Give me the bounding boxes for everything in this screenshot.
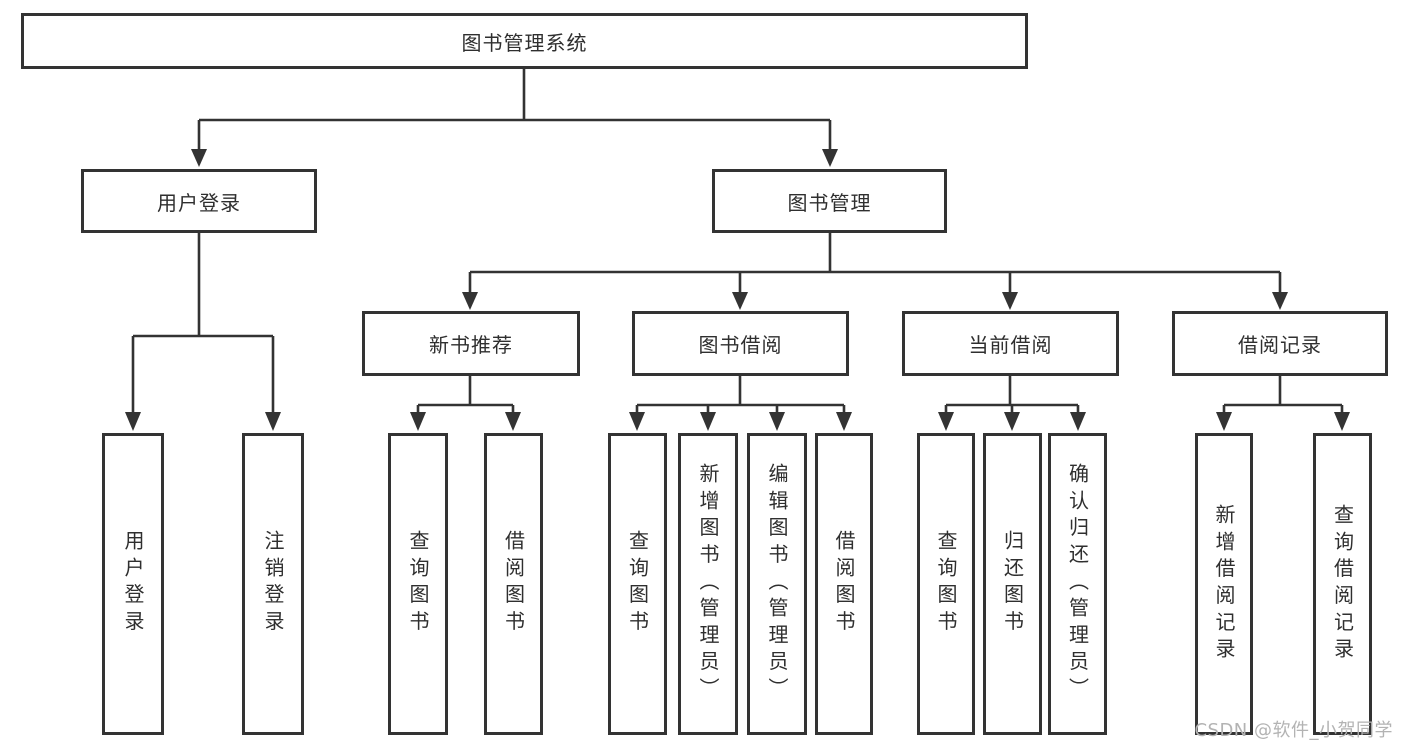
leaf-return-books-label: 归还图书 — [1000, 530, 1025, 638]
leaf-borrow-books-1-label: 借阅图书 — [501, 530, 526, 638]
node-book-borrowing-label: 图书借阅 — [698, 333, 783, 357]
leaf-edit-books-admin: 编辑图书（管理员） — [747, 433, 807, 735]
node-user-login-label: 用户登录 — [157, 190, 241, 215]
leaf-add-borrow-record: 新增借阅记录 — [1195, 433, 1253, 735]
node-borrowing-records-label: 借阅记录 — [1238, 333, 1322, 357]
node-root-system: 图书管理系统 — [21, 13, 1028, 69]
connector-newbook-to-leaves — [410, 376, 521, 431]
leaf-add-borrow-record-label: 新增借阅记录 — [1212, 503, 1236, 665]
leaf-user-login: 用户登录 — [102, 433, 164, 735]
csdn-watermark: CSDN @软件_小贺同学 — [1194, 720, 1393, 741]
node-book-borrowing: 图书借阅 — [632, 311, 849, 376]
leaf-query-books-2-label: 查询图书 — [625, 530, 650, 638]
connector-bookmgmt-to-level3 — [462, 233, 1288, 310]
leaf-edit-books-admin-label: 编辑图书（管理员） — [765, 463, 789, 705]
node-current-borrowing: 当前借阅 — [902, 311, 1119, 376]
leaf-add-books-admin: 新增图书（管理员） — [678, 433, 738, 735]
leaf-borrow-books-2-label: 借阅图书 — [832, 530, 856, 638]
node-borrowing-records: 借阅记录 — [1172, 311, 1388, 376]
leaf-confirm-return-admin: 确认归还（管理员） — [1048, 433, 1107, 735]
node-user-login: 用户登录 — [81, 169, 317, 233]
connector-root-to-level2 — [191, 69, 838, 167]
leaf-logout-label: 注销登录 — [261, 530, 285, 638]
node-new-book-recommend: 新书推荐 — [362, 311, 580, 376]
connector-userlogin-to-leaves — [125, 233, 281, 431]
leaf-query-borrow-record-label: 查询借阅记录 — [1330, 503, 1355, 665]
leaf-query-borrow-record: 查询借阅记录 — [1313, 433, 1372, 735]
leaf-query-books-2: 查询图书 — [608, 433, 667, 735]
leaf-confirm-return-admin-label: 确认归还（管理员） — [1065, 463, 1090, 705]
leaf-query-books-1-label: 查询图书 — [406, 530, 430, 638]
leaf-user-login-label: 用户登录 — [121, 530, 145, 638]
leaf-query-books-1: 查询图书 — [388, 433, 448, 735]
node-root-label: 图书管理系统 — [461, 30, 588, 55]
node-current-borrowing-label: 当前借阅 — [968, 333, 1053, 357]
leaf-return-books: 归还图书 — [983, 433, 1042, 735]
leaf-borrow-books-2: 借阅图书 — [815, 433, 873, 735]
leaf-query-books-3-label: 查询图书 — [934, 530, 958, 638]
node-new-book-recommend-label: 新书推荐 — [429, 333, 513, 357]
leaf-borrow-books-1: 借阅图书 — [484, 433, 543, 735]
connector-currentborrow-to-leaves — [938, 376, 1086, 431]
leaf-add-books-admin-label: 新增图书（管理员） — [696, 463, 720, 705]
leaf-query-books-3: 查询图书 — [917, 433, 975, 735]
leaf-logout: 注销登录 — [242, 433, 304, 735]
connector-bookborrow-to-leaves — [629, 376, 852, 431]
node-book-management: 图书管理 — [712, 169, 947, 233]
node-book-management-label: 图书管理 — [787, 190, 872, 215]
connector-borrowrecord-to-leaves — [1216, 376, 1350, 431]
